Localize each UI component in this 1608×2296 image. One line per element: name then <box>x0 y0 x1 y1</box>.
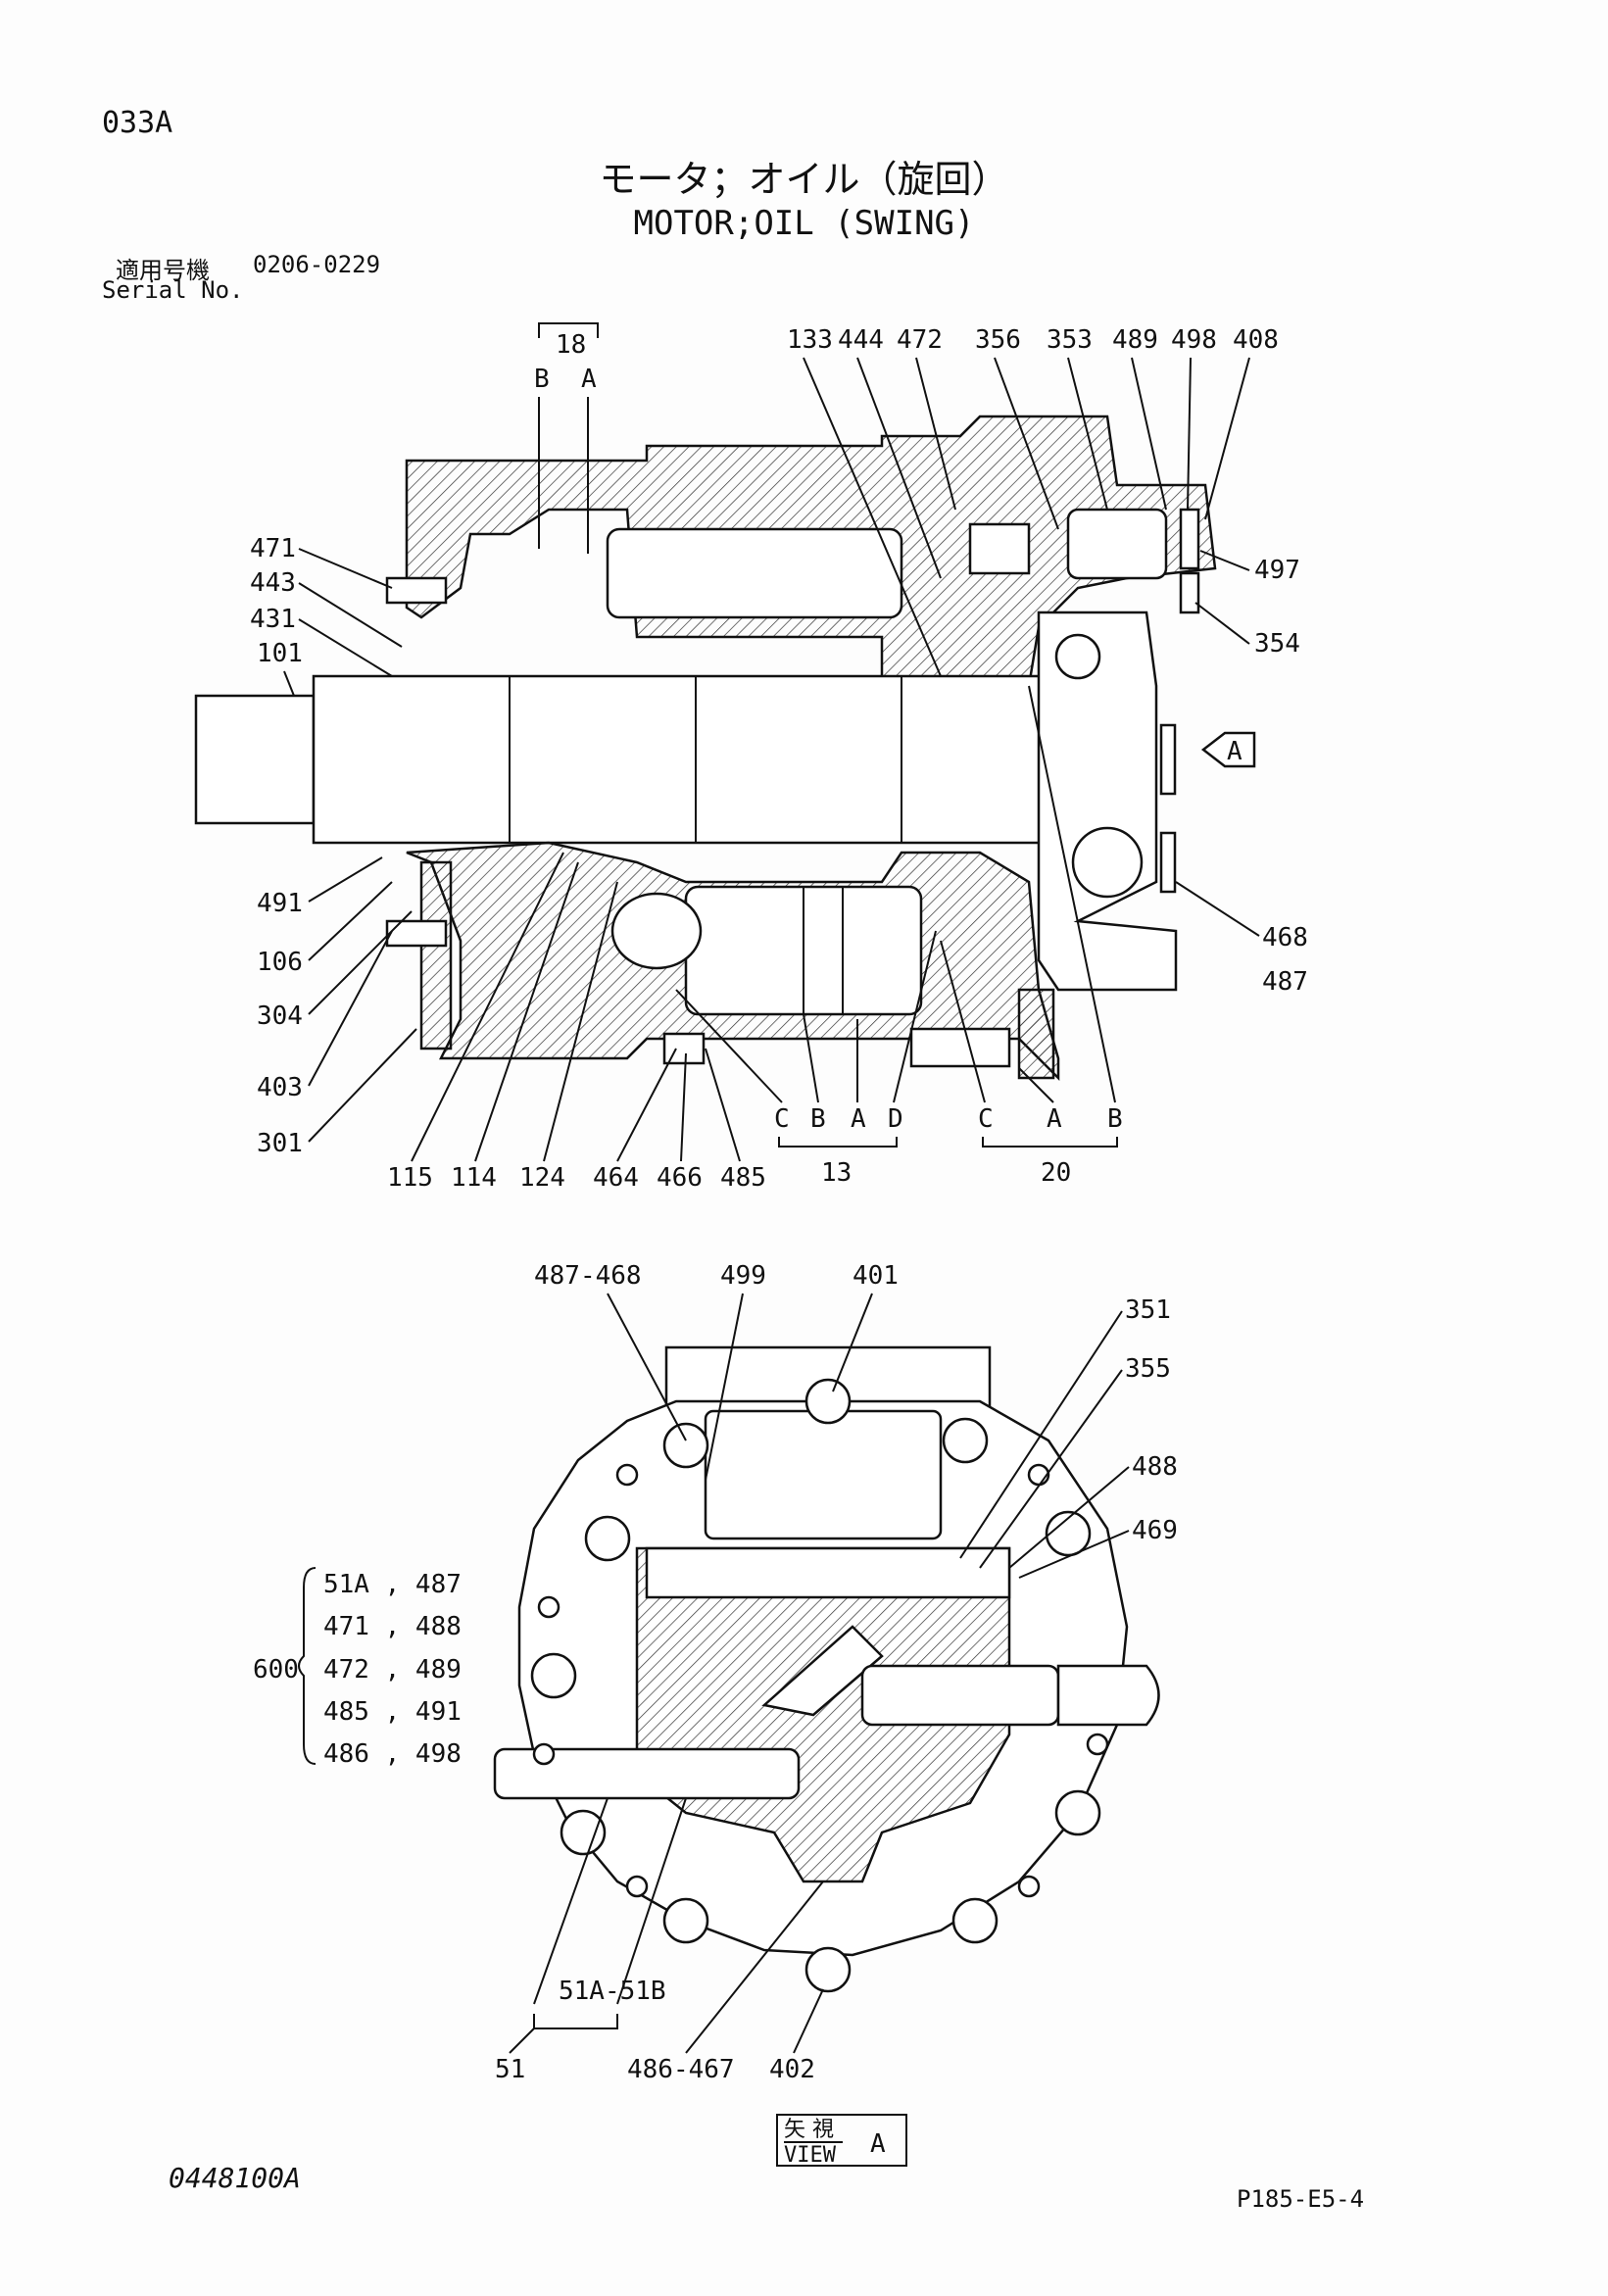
kit-row-1: 51A , 487 <box>323 1570 462 1599</box>
page-reference: P185-E5-4 <box>1237 2185 1365 2213</box>
callout-472: 472 <box>897 325 943 355</box>
callout-13d: D <box>888 1104 903 1134</box>
callout-124: 124 <box>519 1163 565 1193</box>
callout-403: 403 <box>257 1073 303 1102</box>
output-shaft <box>194 694 316 825</box>
callout-443: 443 <box>250 568 296 598</box>
callout-485: 485 <box>720 1163 766 1193</box>
callout-18b: B <box>534 365 550 394</box>
callout-469: 469 <box>1132 1516 1178 1545</box>
callout-51: 51 <box>495 2055 525 2084</box>
callout-444: 444 <box>838 325 884 355</box>
callout-355: 355 <box>1125 1354 1171 1384</box>
view-arrow <box>1200 731 1256 768</box>
view-label-letter: A <box>870 2129 886 2159</box>
kit-row-5: 486 , 498 <box>323 1739 462 1769</box>
kit-row-3: 472 , 489 <box>323 1655 462 1685</box>
callout-487: 487 <box>1262 967 1308 997</box>
diagram-code: 033A <box>102 106 173 140</box>
callout-466: 466 <box>657 1163 703 1193</box>
callout-115: 115 <box>387 1163 433 1193</box>
callout-13c: C <box>774 1104 790 1134</box>
end-view-callouts: 487-468 499 401 351 355 488 469 600 51A … <box>253 1261 1178 2168</box>
callout-600: 600 <box>253 1655 299 1685</box>
serial-label-japanese: 適用号機 <box>116 257 210 284</box>
callout-354: 354 <box>1254 629 1300 659</box>
callout-351: 351 <box>1125 1295 1171 1325</box>
flange-bolts <box>530 1378 1109 1993</box>
callout-114: 114 <box>451 1163 497 1193</box>
callout-499: 499 <box>720 1261 766 1291</box>
callout-464: 464 <box>593 1163 639 1193</box>
callout-487-468: 487-468 <box>534 1261 642 1291</box>
callout-301: 301 <box>257 1129 303 1158</box>
shaft-main <box>312 674 1060 845</box>
callout-471: 471 <box>250 534 296 563</box>
callout-408: 408 <box>1233 325 1279 355</box>
kit-row-4: 485 , 491 <box>323 1697 462 1727</box>
callout-356: 356 <box>975 325 1021 355</box>
callout-18a: A <box>581 365 597 394</box>
callout-133: 133 <box>787 325 833 355</box>
drawing-number: 0448100A <box>169 2162 301 2194</box>
callout-13: 13 <box>821 1158 852 1188</box>
callout-13a: A <box>851 1104 866 1134</box>
callout-20: 20 <box>1041 1158 1071 1188</box>
callout-486-467: 486-467 <box>627 2055 735 2084</box>
callout-431: 431 <box>250 605 296 634</box>
callout-304: 304 <box>257 1001 303 1031</box>
serial-label-english: Serial No. <box>102 276 244 304</box>
callout-498: 498 <box>1171 325 1217 355</box>
callout-20c: C <box>978 1104 994 1134</box>
callout-353: 353 <box>1047 325 1093 355</box>
title-english: MOTOR;OIL (SWING) <box>633 204 975 243</box>
view-label-en: VIEW <box>784 2143 837 2168</box>
view-label-jp: 矢 視 <box>784 2118 834 2142</box>
sectional-view: A <box>194 415 1256 1082</box>
callout-491: 491 <box>257 889 303 918</box>
callout-497: 497 <box>1254 556 1300 585</box>
callout-20a: A <box>1047 1104 1062 1134</box>
callout-468: 468 <box>1262 923 1308 953</box>
callout-13b: B <box>810 1104 826 1134</box>
callout-402: 402 <box>769 2055 815 2084</box>
end-view <box>493 1345 1160 1993</box>
serial-range: 0206-0229 <box>253 251 381 278</box>
callout-401: 401 <box>853 1261 899 1291</box>
callout-488: 488 <box>1132 1452 1178 1482</box>
kit-row-2: 471 , 488 <box>323 1612 462 1641</box>
view-arrow-letter: A <box>1227 737 1243 766</box>
callout-20b: B <box>1107 1104 1123 1134</box>
callout-18: 18 <box>556 330 586 360</box>
callout-106: 106 <box>257 948 303 977</box>
callout-101: 101 <box>257 639 303 668</box>
callout-489: 489 <box>1112 325 1158 355</box>
piston-upper <box>606 527 903 619</box>
callout-51a-51b: 51A-51B <box>559 1977 666 2006</box>
top-callouts: 18 B A 133 444 472 356 353 489 498 408 4… <box>250 322 1308 1193</box>
title-japanese: モータ；オイル（旋回） <box>599 158 1009 201</box>
